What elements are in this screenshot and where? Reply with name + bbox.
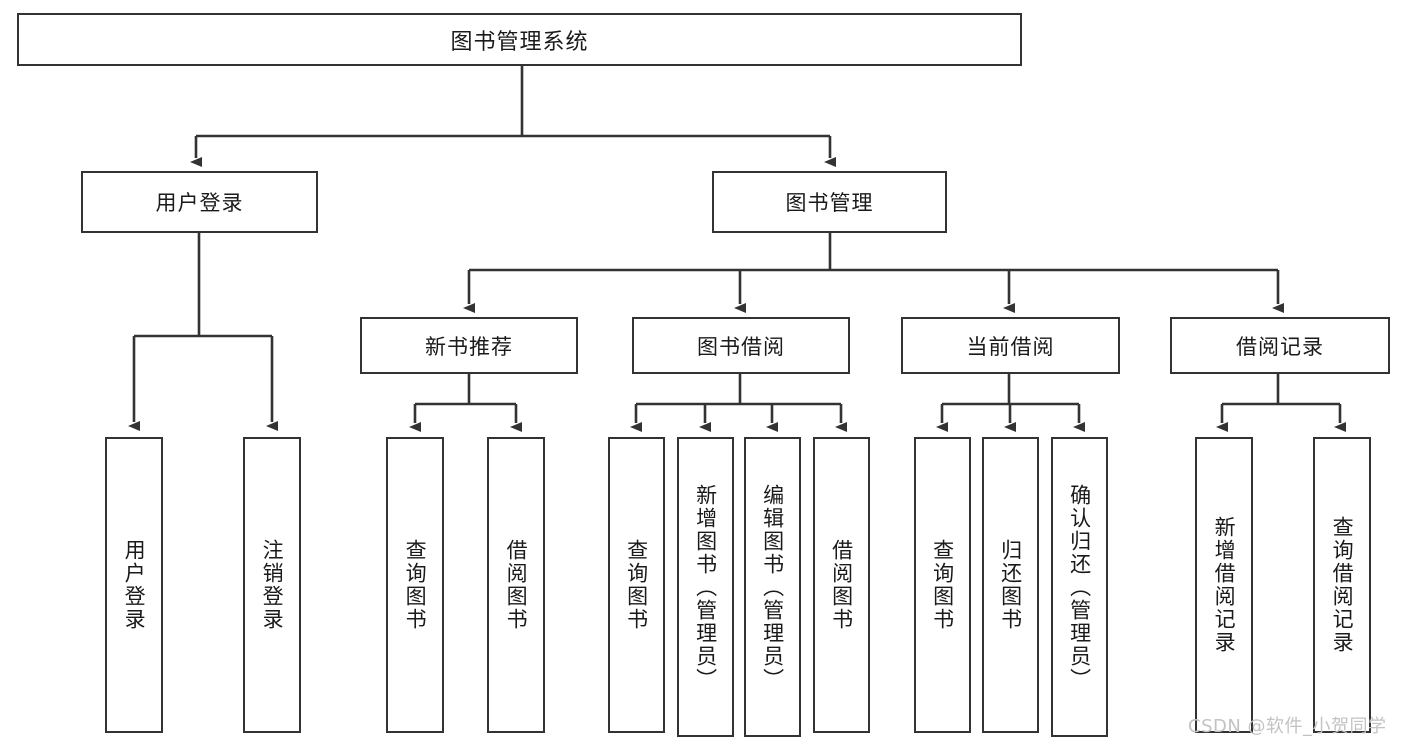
node-new-book-recommend-label: 新书推荐 <box>425 334 513 359</box>
node-new-book-recommend[interactable]: 新书推荐 <box>360 317 578 374</box>
watermark-credit: CSDN @软件_小贺同学 <box>1188 716 1387 737</box>
node-leaf-query-book-recommend-label: 查询图书 <box>403 539 428 631</box>
node-leaf-confirm-return-admin[interactable]: 确认归还（管理员） <box>1051 437 1108 737</box>
node-leaf-logout-login[interactable]: 注销登录 <box>243 437 301 733</box>
node-leaf-confirm-return-admin-label: 确认归还（管理员） <box>1067 483 1092 691</box>
node-leaf-user-login-label: 用户登录 <box>122 539 147 631</box>
node-leaf-borrow-book-recommend[interactable]: 借阅图书 <box>487 437 545 733</box>
node-book-manage-label: 图书管理 <box>785 191 874 215</box>
node-leaf-edit-book-admin-label: 编辑图书（管理员） <box>760 483 785 691</box>
node-user-login[interactable]: 用户登录 <box>81 171 318 233</box>
node-leaf-query-book-borrow-label: 查询图书 <box>624 539 649 631</box>
node-book-borrow-label: 图书借阅 <box>697 334 785 359</box>
node-leaf-query-borrow-record[interactable]: 查询借阅记录 <box>1313 437 1371 733</box>
node-leaf-add-book-admin[interactable]: 新增图书（管理员） <box>677 437 734 737</box>
node-current-borrow[interactable]: 当前借阅 <box>901 317 1120 374</box>
node-root-system[interactable]: 图书管理系统 <box>17 13 1022 66</box>
node-user-login-label: 用户登录 <box>155 191 244 215</box>
node-leaf-borrow-book-borrow[interactable]: 借阅图书 <box>813 437 870 733</box>
node-leaf-query-book-current[interactable]: 查询图书 <box>914 437 971 733</box>
node-leaf-logout-login-label: 注销登录 <box>260 539 285 631</box>
node-book-borrow[interactable]: 图书借阅 <box>632 317 850 374</box>
node-borrow-record-label: 借阅记录 <box>1236 334 1324 359</box>
node-book-manage[interactable]: 图书管理 <box>712 171 947 233</box>
node-leaf-query-borrow-record-label: 查询借阅记录 <box>1330 516 1355 654</box>
node-leaf-return-book-label: 归还图书 <box>998 539 1023 631</box>
node-leaf-query-book-borrow[interactable]: 查询图书 <box>608 437 665 733</box>
node-leaf-user-login[interactable]: 用户登录 <box>105 437 163 733</box>
node-leaf-add-book-admin-label: 新增图书（管理员） <box>693 483 718 691</box>
node-leaf-borrow-book-borrow-label: 借阅图书 <box>829 539 854 631</box>
node-leaf-borrow-book-recommend-label: 借阅图书 <box>504 539 529 631</box>
node-leaf-return-book[interactable]: 归还图书 <box>982 437 1039 733</box>
node-leaf-add-borrow-record-label: 新增借阅记录 <box>1212 516 1237 654</box>
node-borrow-record[interactable]: 借阅记录 <box>1170 317 1390 374</box>
node-root-label: 图书管理系统 <box>450 29 589 55</box>
node-leaf-add-borrow-record[interactable]: 新增借阅记录 <box>1195 437 1253 733</box>
node-leaf-query-book-current-label: 查询图书 <box>930 539 955 631</box>
node-leaf-query-book-recommend[interactable]: 查询图书 <box>386 437 444 733</box>
node-current-borrow-label: 当前借阅 <box>966 334 1055 359</box>
node-leaf-edit-book-admin[interactable]: 编辑图书（管理员） <box>744 437 801 737</box>
